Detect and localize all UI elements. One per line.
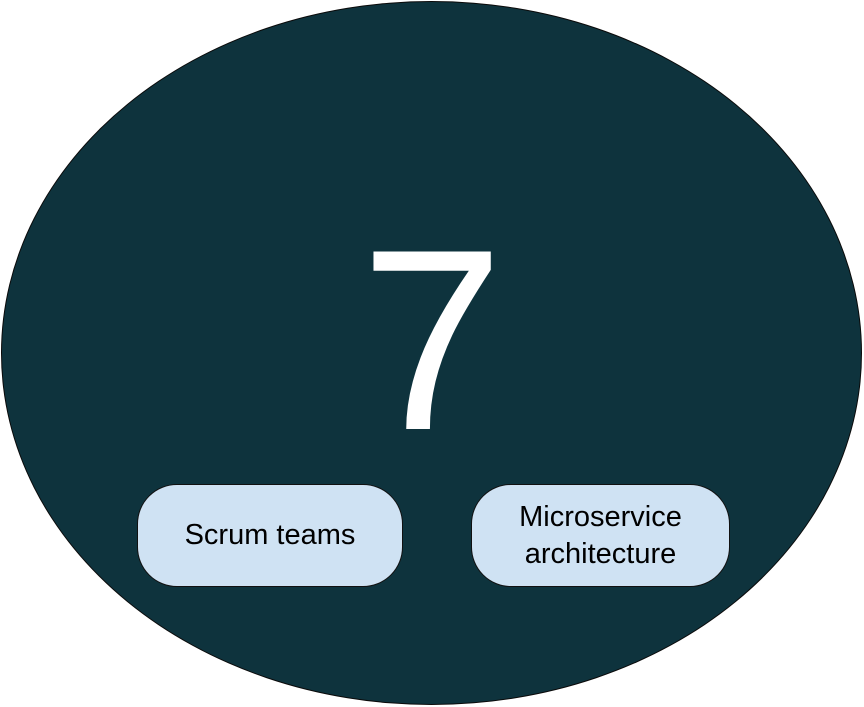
pill-microservice-architecture-label: Microservice architecture [519,499,682,573]
pill-microservice-architecture: Microservice architecture [471,484,730,587]
pill-scrum-teams-label: Scrum teams [184,519,356,551]
pill-scrum-teams: Scrum teams [137,484,403,587]
pill-microservice-label-line1: Microservice [519,500,682,533]
center-number: 7 [360,195,504,484]
pill-microservice-label-line2: architecture [524,537,677,570]
